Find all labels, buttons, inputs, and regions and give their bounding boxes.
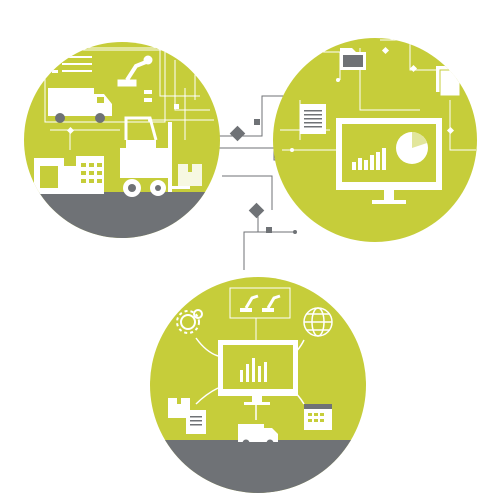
- ground: [150, 440, 366, 493]
- document-icon: [186, 410, 206, 434]
- ground: [24, 192, 220, 238]
- folder-icon: [340, 48, 366, 70]
- bar-chart-icon: [352, 148, 386, 170]
- scene-connected-workflow: [150, 277, 366, 493]
- connector-nodes: [229, 119, 297, 234]
- truck-icon: [48, 88, 112, 123]
- robot-arm-icon: [262, 294, 281, 312]
- connector-diamond: [248, 202, 265, 219]
- connector-node: [254, 119, 260, 125]
- box-icon: [178, 164, 202, 186]
- pie-chart-icon: [396, 132, 428, 164]
- robot-panel-icon: [229, 287, 291, 340]
- gears-icon: [176, 309, 203, 334]
- connector-diamond: [229, 125, 246, 142]
- robot-arm-icon: [117, 55, 153, 87]
- box-icon: [168, 398, 190, 418]
- truck-icon: [238, 424, 278, 447]
- connector-node: [266, 227, 272, 233]
- robot-arm-icon: [240, 294, 259, 312]
- scene-data-center: [273, 38, 477, 242]
- document-icon: [436, 66, 461, 97]
- keypad-machine-icon: [76, 156, 104, 194]
- connector-dot: [293, 230, 297, 234]
- document-icon: [300, 104, 326, 134]
- calendar-icon: [304, 404, 332, 430]
- globe-icon: [303, 307, 333, 337]
- scene-industrial-logistics: [24, 42, 220, 238]
- monitor-icon: [218, 340, 298, 405]
- forklift-icon: [120, 116, 190, 197]
- bar-chart-icon: [240, 358, 267, 382]
- factory-icon: [34, 158, 78, 194]
